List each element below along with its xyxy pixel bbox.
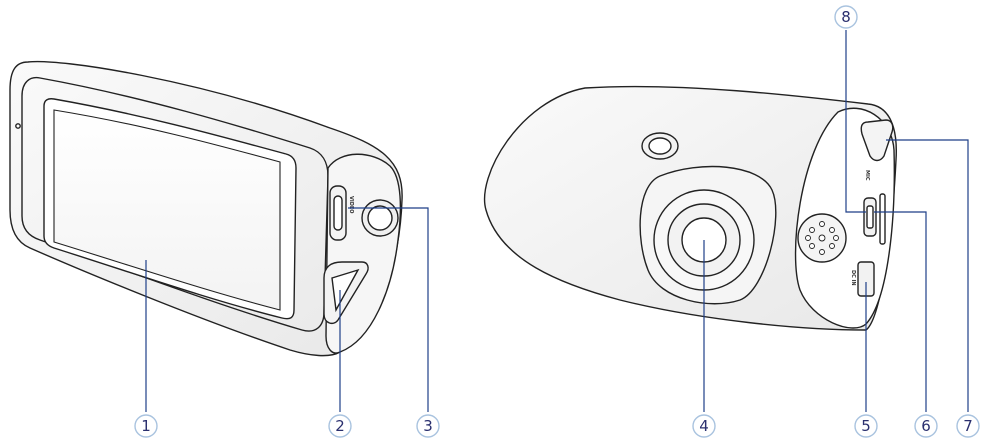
- camcorder-rear-view: MIC DC IN: [483, 85, 897, 331]
- callout-7: 7: [956, 414, 980, 438]
- callout-3: 3: [416, 414, 440, 438]
- callout-number-7: 7: [963, 417, 973, 435]
- rear-triangle-button: [860, 119, 894, 162]
- callout-6: 6: [914, 414, 938, 438]
- callout-number-8: 8: [841, 8, 851, 26]
- lcd-screen: [53, 109, 281, 311]
- callout-ring-2: [328, 414, 352, 438]
- callout-8: 8: [834, 5, 858, 29]
- callout-number-1: 1: [141, 417, 151, 435]
- callout-number-3: 3: [423, 417, 433, 435]
- callout-1: 1: [134, 414, 158, 438]
- leader-line-6: [874, 211, 927, 412]
- tripod-socket-inner: [648, 137, 672, 155]
- leader-lines: [145, 30, 969, 412]
- rear-dcin-label: DC IN: [850, 270, 856, 286]
- camcorder-front-view: VIDEO: [9, 60, 403, 357]
- front-side-face: [325, 153, 402, 354]
- leader-line-7: [886, 139, 969, 412]
- callout-ring-6: [914, 414, 938, 438]
- callout-5: 5: [854, 414, 878, 438]
- front-mode-label: VIDEO: [348, 196, 354, 214]
- callout-ring-4: [692, 414, 716, 438]
- mode-slider-inner: [333, 195, 343, 231]
- front-led-dot: [15, 123, 21, 129]
- callout-ring-7: [956, 414, 980, 438]
- leader-line-3: [348, 207, 429, 412]
- rear-mic-label: MIC: [864, 170, 870, 181]
- speaker-holes: [805, 221, 839, 255]
- callout-4: 4: [692, 414, 716, 438]
- front-triangle-inner: [331, 268, 360, 313]
- front-round-button-inner: [367, 205, 393, 231]
- callout-number-4: 4: [699, 417, 709, 435]
- callout-ring-8: [834, 5, 858, 29]
- callout-ring-1: [134, 414, 158, 438]
- callout-ring-5: [854, 414, 878, 438]
- callout-number-5: 5: [861, 417, 871, 435]
- callout-markers: 1 2 3 4 5 6 7 8: [134, 5, 980, 438]
- leader-line-8: [845, 30, 866, 213]
- callout-number-2: 2: [335, 417, 345, 435]
- callout-ring-3: [416, 414, 440, 438]
- callout-2: 2: [328, 414, 352, 438]
- sd-card-slot: [879, 193, 886, 245]
- callout-number-6: 6: [921, 417, 931, 435]
- usb-port-inner: [866, 205, 874, 229]
